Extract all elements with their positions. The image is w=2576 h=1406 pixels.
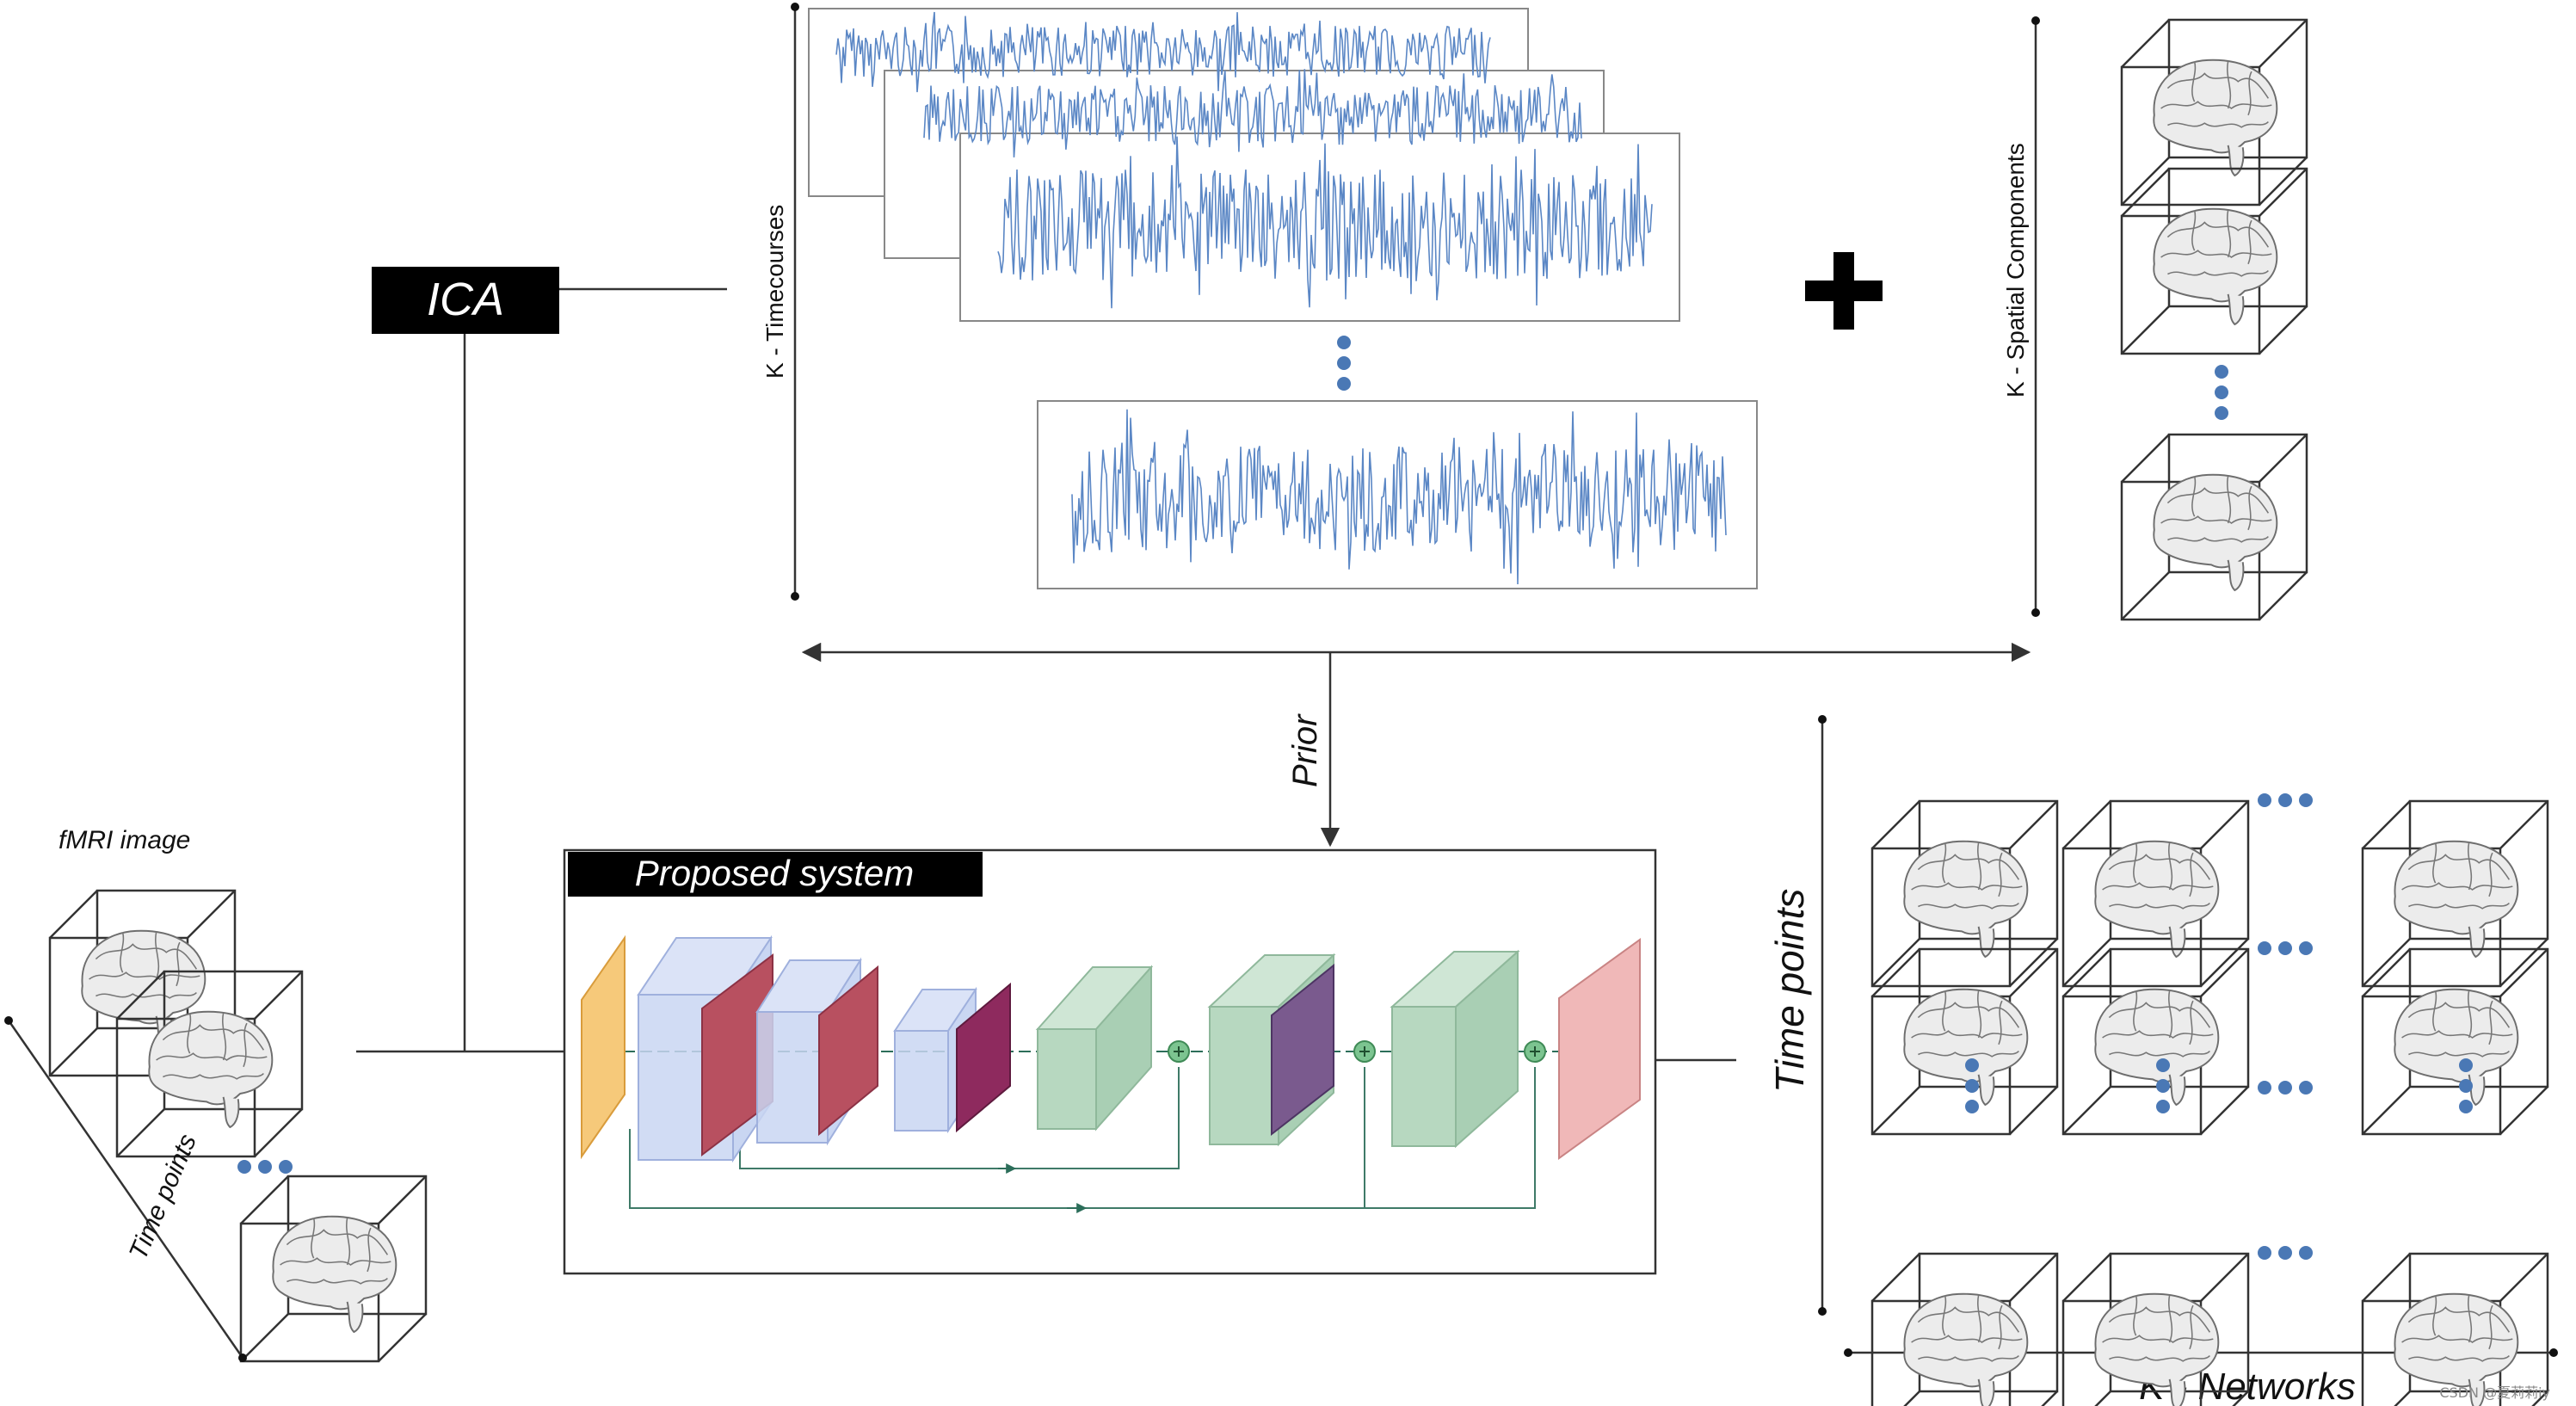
timecourse-signal-1 bbox=[835, 11, 1491, 93]
spatial-brain-icon-2 bbox=[2122, 169, 2307, 354]
timecourse-signal-4 bbox=[1071, 409, 1727, 585]
prior-label: Prior bbox=[1286, 713, 1324, 787]
prior-connector: Prior bbox=[801, 642, 2031, 848]
plus-icon bbox=[1805, 252, 1883, 330]
fmri-brain-icon-t bbox=[241, 1176, 426, 1361]
feature-map-2 bbox=[818, 965, 878, 1137]
watermark: CSDN @夏莉莉iy bbox=[2439, 1384, 2550, 1401]
network-brain-icon-r3-c1 bbox=[1872, 1254, 2057, 1406]
network-brain-icon-r2-c2 bbox=[2063, 949, 2248, 1134]
network-brain-icon-r1-c1 bbox=[1872, 801, 2057, 986]
network-brain-icon-r2-c3 bbox=[2363, 949, 2548, 1134]
network-brain-icon-r1-c3 bbox=[2363, 801, 2548, 986]
network-brain-icon-r3-c3 bbox=[2363, 1254, 2548, 1406]
bottleneck-block bbox=[1037, 1028, 1097, 1130]
ica-label-box bbox=[372, 267, 559, 334]
k-timecourses-panel: K - Timecourses bbox=[761, 3, 1758, 601]
network-brain-icon-r2-c1 bbox=[1872, 949, 2057, 1134]
spatial-brain-icon-k bbox=[2122, 435, 2307, 620]
timecourse-signal-3 bbox=[997, 136, 1653, 309]
k-networks-grid: Time points K - Networks bbox=[1767, 715, 2558, 1406]
timecourse-signal-2 bbox=[923, 69, 1582, 157]
proposed-system-label-box bbox=[568, 852, 983, 897]
k-timecourses-label: K - Timecourses bbox=[761, 205, 788, 379]
spatial-dots bbox=[2215, 365, 2228, 420]
proposed-system-label: Proposed system bbox=[635, 853, 914, 893]
fmri-image-label: fMRI image bbox=[59, 826, 190, 854]
network-row-dots bbox=[2258, 941, 2313, 955]
k-spatial-components-panel: K - Spatial Components bbox=[2002, 16, 2307, 620]
network-col-dots bbox=[1965, 1058, 1979, 1113]
network-row-dots bbox=[2258, 1246, 2313, 1260]
k-spatial-label: K - Spatial Components bbox=[2002, 143, 2029, 398]
timecourse-signals bbox=[835, 11, 1727, 585]
proposed-system: Proposed system bbox=[563, 848, 1736, 1275]
sum-node-icon bbox=[1524, 1040, 1546, 1063]
timecourse-dots bbox=[1337, 336, 1351, 391]
fmri-input: fMRI image Time points bbox=[4, 826, 564, 1362]
sum-node-icon bbox=[1168, 1040, 1190, 1063]
network-brain-icon-r1-c2 bbox=[2063, 801, 2248, 986]
feature-map-3 bbox=[956, 982, 1011, 1133]
feature-map-4 bbox=[1271, 963, 1334, 1137]
sum-node-icon bbox=[1353, 1040, 1376, 1063]
network-brain-cells bbox=[1872, 793, 2548, 1406]
network-col-dots bbox=[2156, 1058, 2170, 1113]
ica-block: ICA bbox=[372, 267, 727, 1051]
network-row-dots bbox=[2258, 793, 2313, 807]
output-layer bbox=[1558, 938, 1641, 1160]
network-col-dots bbox=[2459, 1058, 2473, 1113]
time-points-right-label: Time points bbox=[1767, 889, 1812, 1093]
spatial-brain-icon-1 bbox=[2122, 20, 2307, 205]
network-center-dots bbox=[2258, 1081, 2313, 1095]
ica-label: ICA bbox=[427, 274, 504, 325]
fmri-dots bbox=[237, 1160, 293, 1174]
input-layer bbox=[581, 934, 626, 1160]
